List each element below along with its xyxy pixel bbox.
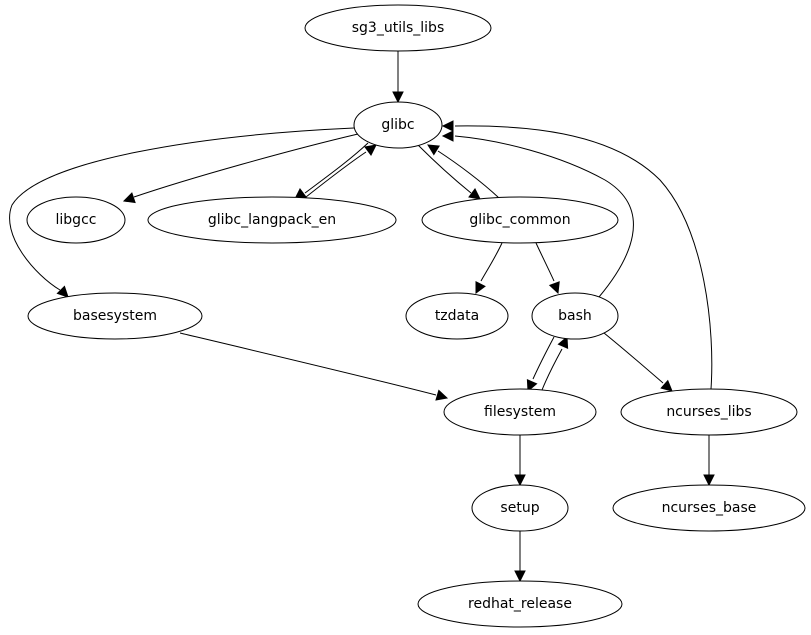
edge-line [535, 242, 555, 282]
node-basesystem[interactable]: basesystem [27, 292, 203, 340]
edge-line [532, 336, 555, 380]
edge-bash-to-filesystem [526, 336, 555, 393]
edge-ncurses-libs-to-glibc [441, 120, 713, 390]
edges-layer [9, 51, 715, 583]
node-label: libgcc [56, 212, 97, 228]
arrowhead-icon [660, 379, 673, 392]
node-shape [612, 484, 806, 532]
node-shape [471, 484, 569, 532]
edge-glibc-common-to-tzdata [475, 242, 503, 294]
node-bash[interactable]: bash [531, 292, 619, 340]
edge-bash-to-ncurses-libs [603, 332, 673, 392]
arrowhead-icon [703, 474, 715, 487]
arrowhead-icon [364, 144, 377, 156]
edge-filesystem-to-bash [541, 335, 569, 391]
edge-bash-to-glibc [441, 130, 634, 298]
node-glibc-common[interactable]: glibc_common [421, 196, 619, 244]
node-label: filesystem [484, 404, 556, 420]
node-libgcc[interactable]: libgcc [26, 196, 126, 244]
node-tzdata[interactable]: tzdata [405, 292, 509, 340]
node-label: tzdata [435, 308, 479, 324]
node-sg3-utils-libs[interactable]: sg3_utils_libs [304, 4, 492, 52]
edge-glibc-to-glibc-common [417, 144, 481, 200]
arrowhead-icon [468, 188, 481, 200]
node-filesystem[interactable]: filesystem [443, 388, 597, 436]
node-label: basesystem [73, 308, 157, 324]
edge-line [133, 133, 359, 198]
edge-glibc-common-to-glibc [427, 144, 500, 199]
edge-ncurses-libs-to-ncurses-base [703, 435, 715, 487]
edge-glibc-to-basesystem [9, 127, 355, 298]
node-shape [147, 196, 397, 244]
edge-filesystem-to-setup [514, 435, 526, 487]
arrowhead-icon [122, 192, 136, 204]
node-label: sg3_utils_libs [352, 20, 444, 36]
arrowhead-icon [441, 130, 454, 142]
node-label: glibc [381, 117, 414, 133]
node-setup[interactable]: setup [471, 484, 569, 532]
arrowhead-icon [548, 281, 560, 295]
edge-line [437, 150, 500, 199]
arrowhead-icon [514, 474, 526, 487]
arrowhead-icon [56, 285, 69, 298]
edge-line [304, 142, 369, 194]
node-label: glibc_common [469, 212, 570, 228]
edge-line [454, 135, 634, 298]
arrowhead-icon [514, 570, 526, 583]
arrowhead-icon [557, 335, 569, 349]
node-shape [531, 292, 619, 340]
node-shape [27, 292, 203, 340]
edge-glibc-langpack-en-to-glibc [305, 144, 377, 198]
edge-line [9, 127, 355, 291]
node-redhat-release[interactable]: redhat_release [417, 580, 623, 628]
edge-line [179, 332, 437, 396]
node-label: ncurses_libs [666, 404, 751, 420]
edge-basesystem-to-filesystem [179, 332, 449, 401]
arrowhead-icon [441, 120, 454, 132]
edge-glibc-to-glibc-langpack-en [294, 142, 369, 200]
arrowhead-icon [475, 281, 486, 294]
node-shape [405, 292, 509, 340]
node-shape [304, 4, 492, 52]
node-glibc-langpack-en[interactable]: glibc_langpack_en [147, 196, 397, 244]
edge-glibc-to-libgcc [122, 133, 359, 204]
edge-line [480, 242, 503, 282]
arrowhead-icon [427, 144, 440, 156]
arrowhead-icon [392, 91, 404, 104]
node-label: ncurses_base [662, 500, 757, 516]
node-shape [620, 388, 798, 436]
edge-line [541, 348, 563, 391]
node-shape [417, 580, 623, 628]
arrowhead-icon [435, 389, 449, 401]
edge-setup-to-redhat-release [514, 531, 526, 583]
node-glibc[interactable]: glibc [353, 101, 443, 149]
edge-line [417, 144, 472, 194]
node-label: redhat_release [468, 596, 572, 612]
node-label: setup [500, 500, 539, 516]
node-shape [26, 196, 126, 244]
edge-glibc-common-to-bash [535, 242, 560, 295]
node-shape [421, 196, 619, 244]
node-shape [353, 101, 443, 149]
node-label: bash [558, 308, 592, 324]
arrowhead-icon [526, 379, 538, 393]
node-label: glibc_langpack_en [208, 212, 336, 228]
node-ncurses-libs[interactable]: ncurses_libs [620, 388, 798, 436]
node-ncurses-base[interactable]: ncurses_base [612, 484, 806, 532]
edge-line [454, 125, 713, 390]
edge-line [603, 332, 664, 384]
edge-line [305, 151, 367, 198]
edge-sg3-utils-libs-to-glibc [392, 51, 404, 104]
node-shape [443, 388, 597, 436]
